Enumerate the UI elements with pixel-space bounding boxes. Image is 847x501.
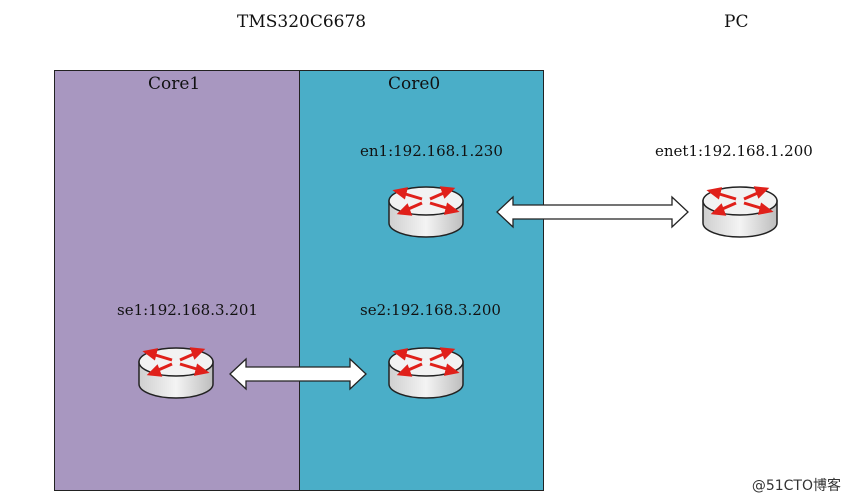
core0-label: Core0 [388, 74, 441, 94]
router-icon-se2 [387, 346, 465, 400]
se1-address-label: se1:192.168.3.201 [117, 301, 258, 319]
link-arrow-se1-se2 [229, 357, 367, 391]
pc-title: PC [724, 12, 749, 32]
watermark: @51CTO博客 [751, 478, 841, 494]
router-icon-enet1 [701, 185, 779, 239]
router-icon-se1 [137, 346, 215, 400]
router-icon-en1 [387, 185, 465, 239]
core1-label: Core1 [148, 74, 201, 94]
enet1-address-label: enet1:192.168.1.200 [655, 142, 813, 160]
link-arrow-en1-enet1 [496, 195, 689, 229]
en1-address-label: en1:192.168.1.230 [360, 142, 503, 160]
core1-panel [54, 70, 300, 491]
core0-panel [299, 70, 544, 491]
chip-title: TMS320C6678 [237, 12, 367, 32]
se2-address-label: se2:192.168.3.200 [360, 301, 501, 319]
